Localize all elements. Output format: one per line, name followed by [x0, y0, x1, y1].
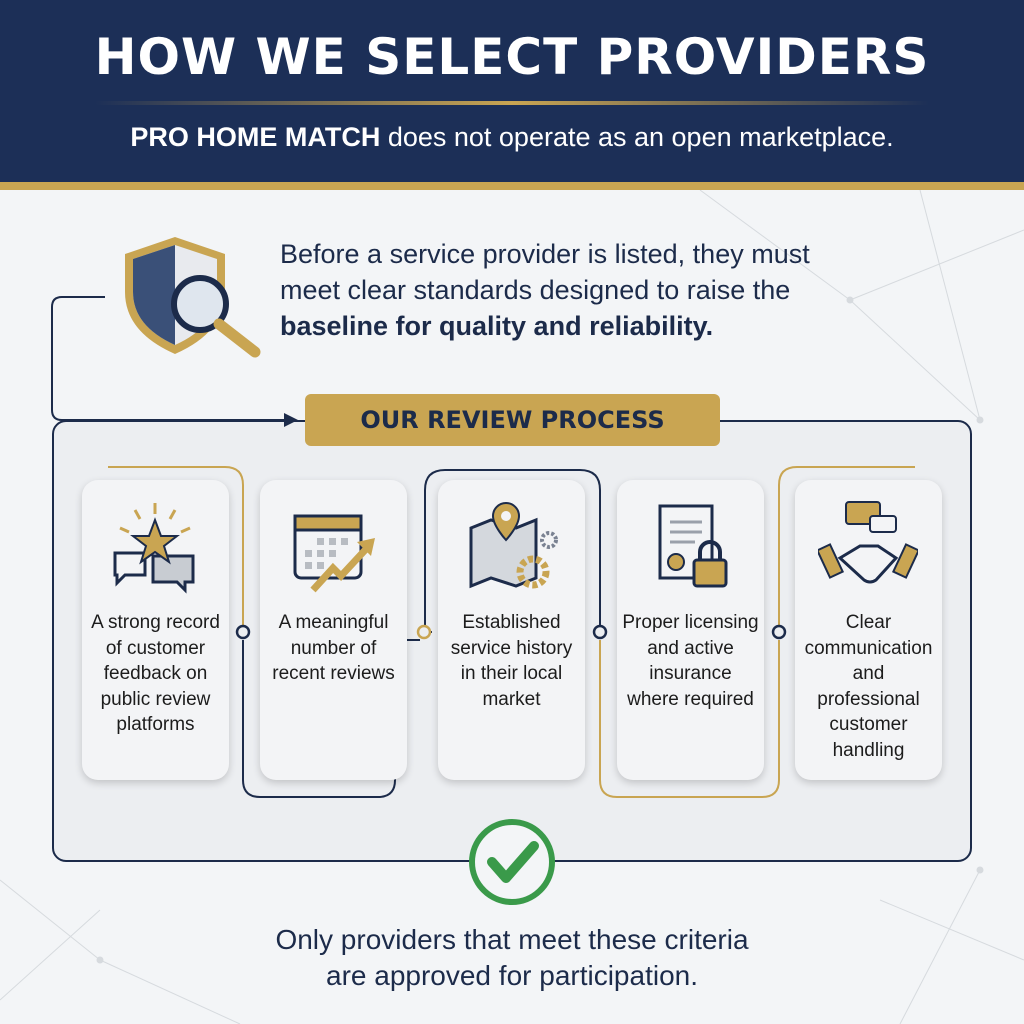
review-process-badge: OUR REVIEW PROCESS [305, 394, 720, 446]
map-pin-gears-icon [469, 501, 558, 589]
star-review-bubbles-icon [113, 503, 195, 594]
certificate-lock-icon [658, 504, 728, 588]
handshake-chat-icon [818, 501, 918, 584]
closing-line: are approved for participation. [326, 960, 698, 991]
header-banner: HOW WE SELECT PROVIDERS PRO HOME MATCH d… [0, 0, 1024, 182]
criteria-text: A meaningful number of recent reviews [272, 612, 395, 684]
criteria-text: Established service history in their loc… [450, 612, 573, 710]
criteria-card: A strong record of customer feedback on … [82, 480, 229, 780]
checkmark-icon [469, 819, 555, 905]
intro-line: meet clear standards designed to raise t… [280, 275, 791, 305]
calendar-trend-icon [293, 514, 375, 593]
brand-name: PRO HOME MATCH [130, 122, 381, 152]
intro-line: Before a service provider is listed, the… [280, 239, 810, 269]
closing-statement: Only providers that meet these criteria … [0, 922, 1024, 994]
criteria-card: Established service history in their loc… [438, 480, 585, 780]
gold-bar [0, 182, 1024, 190]
shield-magnifier-icon [125, 237, 261, 358]
gold-divider [95, 101, 929, 105]
intro-text: Before a service provider is listed, the… [280, 236, 960, 344]
criteria-text: Proper licensing and active insurance wh… [622, 612, 759, 710]
page-title: HOW WE SELECT PROVIDERS [94, 28, 930, 86]
subtitle: PRO HOME MATCH does not operate as an op… [0, 122, 1024, 153]
criteria-card: Proper licensing and active insurance wh… [617, 480, 764, 780]
subtitle-text: does not operate as an open marketplace. [380, 122, 894, 152]
criteria-card: Clear communication and professional cus… [795, 480, 942, 780]
criteria-text: A strong record of customer feedback on … [91, 612, 220, 735]
criteria-text: Clear communication and professional cus… [804, 612, 933, 761]
intro-line-bold: baseline for quality and reliability. [280, 311, 714, 341]
closing-line: Only providers that meet these criteria [275, 924, 749, 955]
criteria-card: A meaningful number of recent reviews [260, 480, 407, 780]
